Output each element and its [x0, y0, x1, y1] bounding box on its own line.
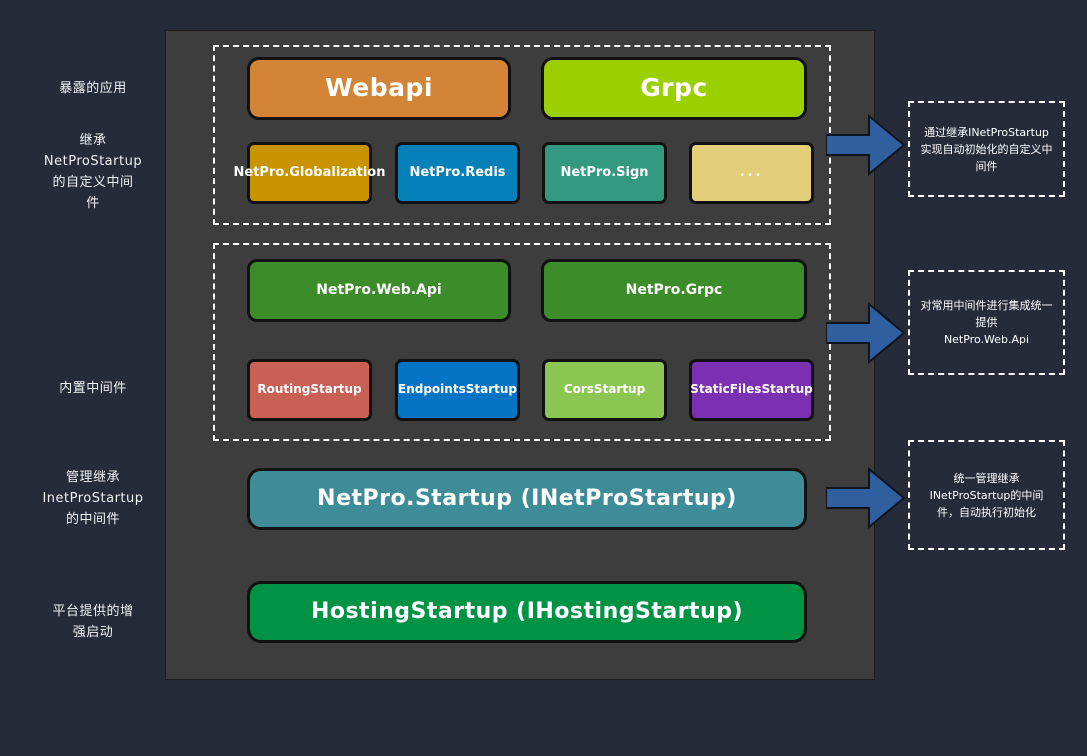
- node-hosting-startup[interactable]: HostingStartup (IHostingStartup): [247, 581, 807, 643]
- side-label-builtin-middleware: 内置中间件: [59, 381, 127, 396]
- node-cors-startup[interactable]: CorsStartup: [542, 359, 667, 421]
- node-netpro-sign[interactable]: NetPro.Sign: [542, 142, 667, 204]
- node-routing-startup[interactable]: RoutingStartup: [247, 359, 372, 421]
- architecture-panel: Webapi Grpc NetPro.Globalization NetPro.…: [165, 30, 875, 680]
- side-label-managed-middleware: 管理继承 InetProStartup 的中间件: [42, 470, 144, 527]
- callout-integration: 对常用中间件进行集成统一提供 NetPro.Web.Api: [908, 270, 1065, 375]
- node-more-ellipsis[interactable]: ...: [689, 142, 814, 204]
- side-label-custom-middleware: 继承 NetProStartup 的自定义中间 件: [43, 133, 143, 211]
- node-grpc[interactable]: Grpc: [541, 57, 807, 120]
- node-endpoints-startup[interactable]: EndpointsStartup: [395, 359, 520, 421]
- node-netpro-redis[interactable]: NetPro.Redis: [395, 142, 520, 204]
- arrow-to-custom-middleware-callout: [826, 113, 906, 177]
- node-netpro-startup[interactable]: NetPro.Startup (INetProStartup): [247, 468, 807, 530]
- node-staticfiles-startup[interactable]: StaticFilesStartup: [689, 359, 814, 421]
- node-netpro-globalization[interactable]: NetPro.Globalization: [234, 142, 385, 204]
- callout-custom-middleware: 通过继承INetProStartup实现自动初始化的自定义中间件: [908, 101, 1065, 197]
- node-netpro-web-api[interactable]: NetPro.Web.Api: [247, 259, 511, 322]
- callout-unified-management: 统一管理继承INetProStartup的中间件，自动执行初始化: [908, 440, 1065, 550]
- side-label-platform-startup: 平台提供的增 强启动: [52, 604, 134, 640]
- side-label-exposed-apps: 暴露的应用: [59, 81, 127, 96]
- node-netpro-grpc[interactable]: NetPro.Grpc: [541, 259, 807, 322]
- arrow-to-management-callout: [826, 466, 906, 530]
- node-webapi[interactable]: Webapi: [247, 57, 511, 120]
- arrow-to-integration-callout: [826, 301, 906, 365]
